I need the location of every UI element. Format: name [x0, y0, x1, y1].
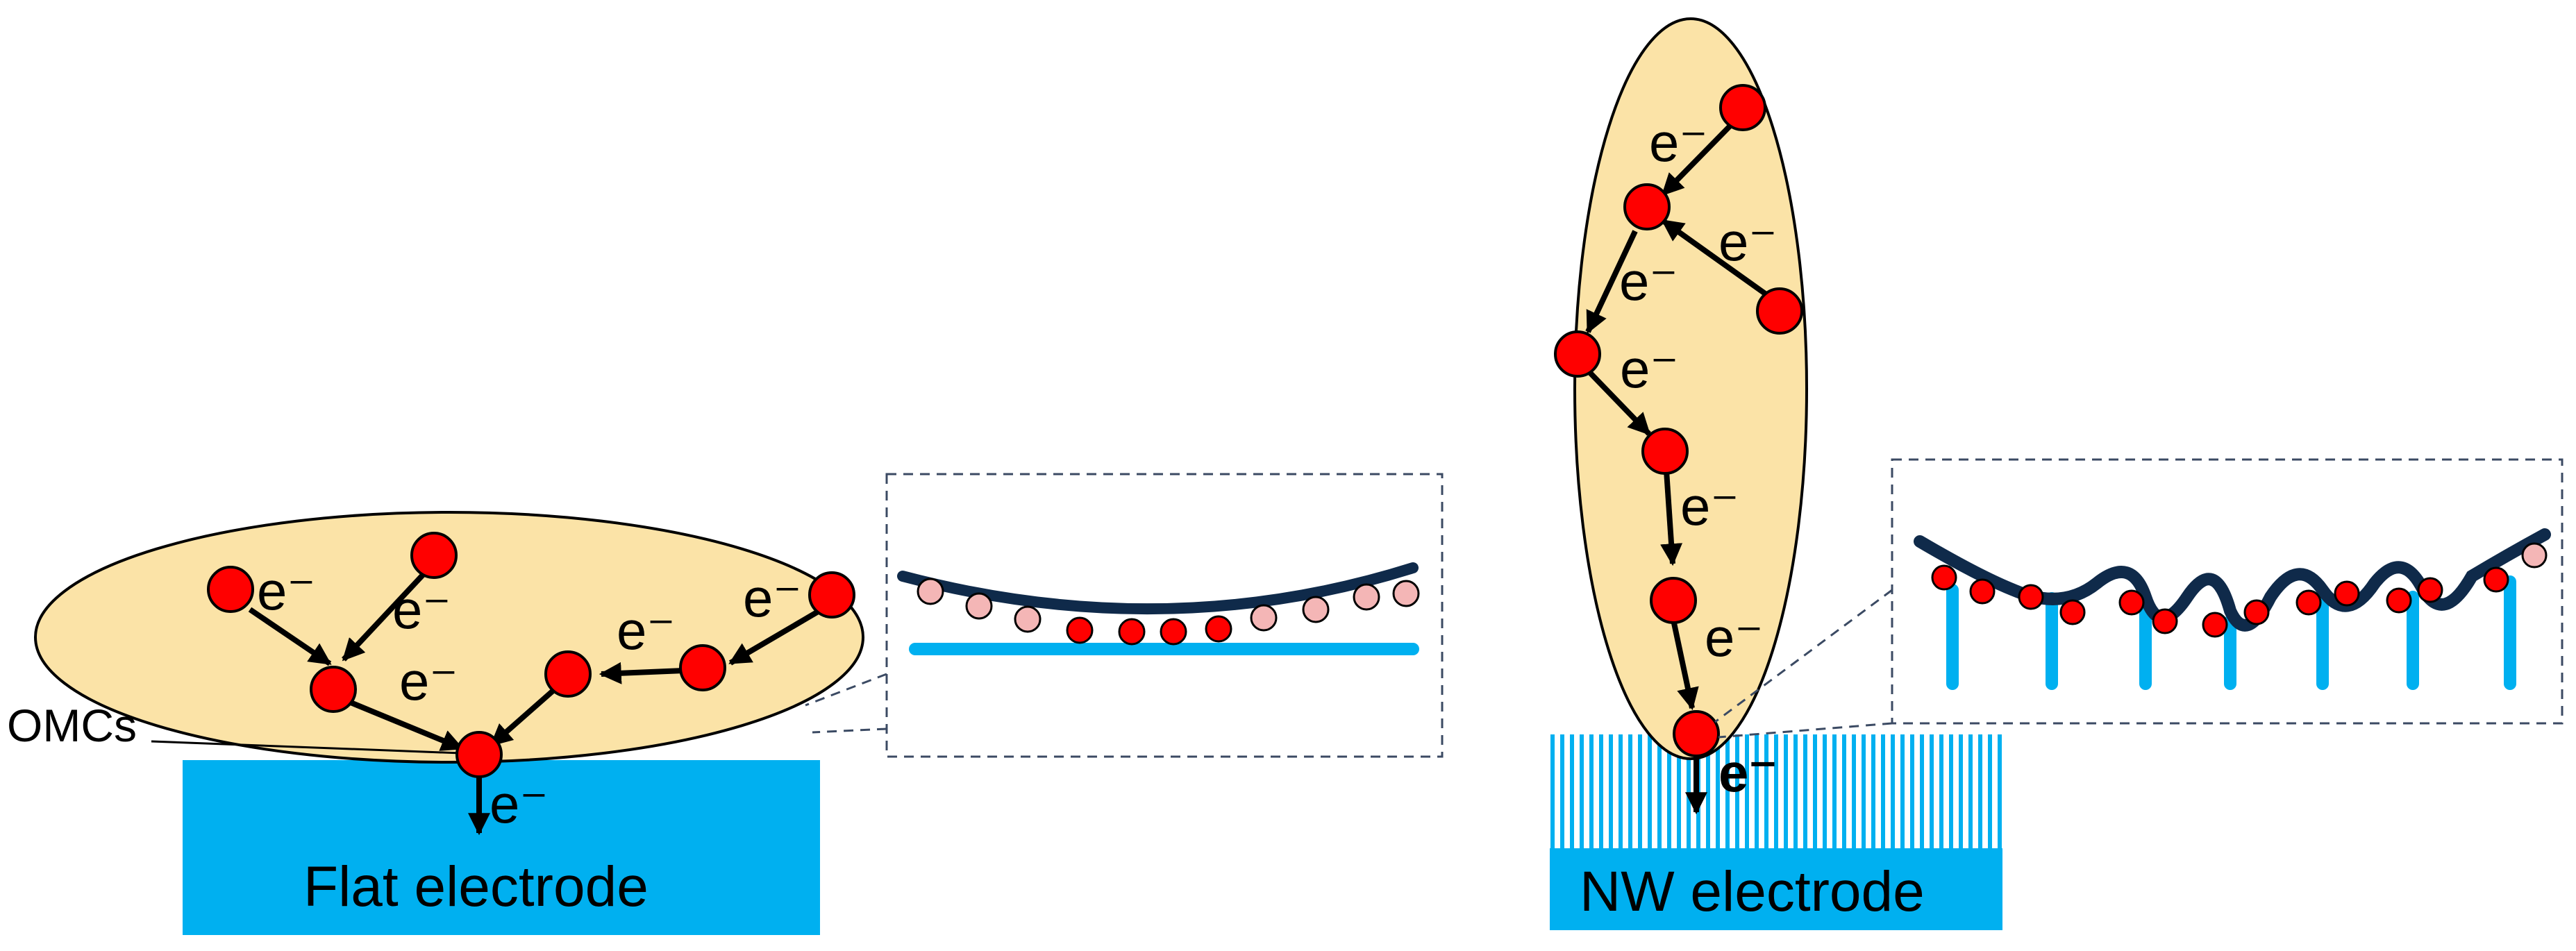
omc-dot — [2059, 599, 2086, 625]
omc-dot — [2386, 587, 2412, 614]
electron-label: e⁻ — [490, 773, 549, 834]
omc-dot — [2243, 599, 2270, 625]
inset-connector — [1714, 589, 1893, 723]
omc-dot — [1014, 605, 1042, 633]
omc-dot — [2018, 584, 2044, 610]
electron-label: e⁻ — [743, 567, 802, 628]
electron-label: e⁻ — [1680, 476, 1739, 537]
omc-dot — [965, 592, 993, 620]
nw-inset-omc-dots — [1931, 542, 2548, 638]
nw-electrode-label: NW electrode — [1580, 860, 1925, 923]
omc-dot — [1719, 84, 1766, 131]
inset-nanowires — [1946, 575, 2516, 690]
omc-dot — [2334, 580, 2360, 607]
omc-dot — [917, 578, 944, 605]
electron-label: e⁻ — [392, 579, 451, 640]
flat-omc-dots — [207, 532, 855, 778]
omc-dot — [207, 566, 254, 613]
omc-dot — [1756, 287, 1803, 335]
omc-dot — [410, 532, 458, 579]
nw-electron-arrows — [1585, 121, 1769, 815]
flat-electrode — [183, 760, 820, 935]
nanowire-array — [1550, 734, 2002, 850]
flat-electron-arrows — [248, 571, 821, 836]
flat-inset-omc-dots — [917, 578, 1420, 646]
nw-electron-labels: e⁻ e⁻ e⁻ e⁻ e⁻ e⁻ e⁻ — [1619, 112, 1778, 803]
nw-electrode-panel: e⁻ e⁻ e⁻ e⁻ e⁻ e⁻ e⁻ NW electrode — [1550, 17, 2564, 930]
omc-dot — [1205, 615, 1232, 643]
flat-electron-labels: e⁻ e⁻ e⁻ e⁻ e⁻ e⁻ — [257, 560, 802, 834]
omc-dot — [2152, 608, 2178, 634]
omc-dot — [1353, 583, 1380, 611]
omc-dot — [1250, 604, 1278, 632]
nw-electrode-base — [1550, 848, 2002, 930]
omc-dot — [1641, 428, 1689, 475]
electron-label: e⁻ — [1619, 251, 1678, 312]
omcs-leader-line — [151, 740, 480, 755]
omc-dot — [2483, 566, 2509, 593]
omc-dot — [1160, 618, 1187, 646]
omc-dot — [808, 571, 855, 618]
omc-dot — [1623, 183, 1671, 230]
omc-dot — [1118, 618, 1146, 646]
electron-label: e⁻ — [257, 560, 316, 621]
electron-label: e⁻ — [1705, 607, 1764, 668]
electron-label: e⁻ — [617, 600, 676, 661]
omc-dot — [2118, 589, 2145, 616]
omc-dot — [2202, 612, 2228, 638]
omc-dot — [310, 666, 357, 713]
electron-label: e⁻ — [399, 650, 458, 712]
inset-connector — [1718, 722, 1893, 739]
omc-dot — [2521, 542, 2548, 569]
omc-dot — [1554, 330, 1601, 378]
nw-omc-dots — [1554, 84, 1803, 757]
electron-label: e⁻ — [1718, 742, 1778, 803]
electron-label: e⁻ — [1718, 211, 1778, 272]
omc-dot — [1931, 564, 1957, 591]
electron-label: e⁻ — [1649, 112, 1708, 173]
omc-dot — [1969, 578, 1996, 605]
omcs-label: OMCs — [7, 700, 137, 751]
inset-connector — [812, 727, 887, 734]
electron-label: e⁻ — [1620, 338, 1679, 399]
omc-dot — [544, 650, 592, 698]
omc-dot — [1650, 577, 1697, 624]
inset-connector — [805, 673, 887, 707]
flat-electrode-panel: OMCs e⁻ e⁻ e⁻ e⁻ e⁻ e⁻ — [7, 473, 1444, 935]
omc-dot — [679, 644, 726, 691]
omc-dot — [1673, 710, 1720, 757]
omc-dot — [455, 731, 503, 778]
omc-dot — [2417, 577, 2443, 603]
omc-dot — [1302, 596, 1330, 623]
omc-dot — [1066, 616, 1094, 644]
omc-dot — [2295, 589, 2322, 616]
omc-dot — [1392, 580, 1420, 607]
flat-electrode-label: Flat electrode — [303, 855, 649, 918]
